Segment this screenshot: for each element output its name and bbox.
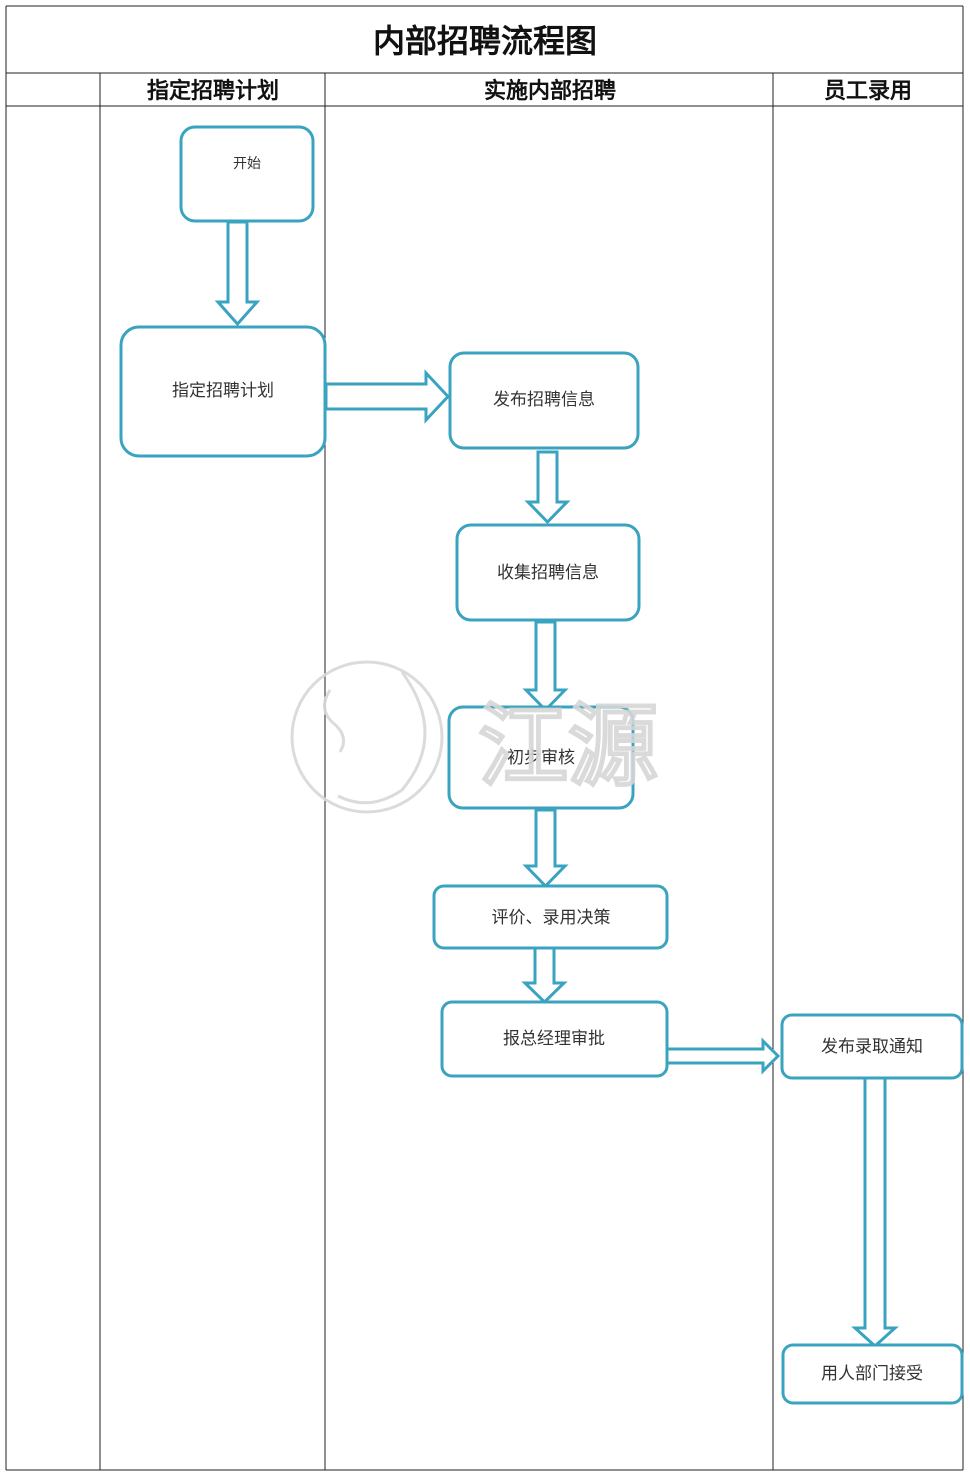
edges — [214, 220, 899, 1349]
svg-text:初步审核: 初步审核 — [507, 748, 575, 768]
arrow-approve-to-notify — [662, 1037, 781, 1075]
arrow-publish-to-collect — [524, 450, 571, 525]
lane-header-hire: 员工录用 — [824, 79, 912, 104]
svg-text:用人部门接受: 用人部门接受 — [821, 1364, 923, 1384]
node-start: 开始 — [179, 125, 315, 223]
node-approve: 报总经理审批 — [440, 1000, 669, 1078]
node-collect: 收集招聘信息 — [455, 523, 641, 622]
arrow-collect-to-review — [522, 620, 569, 713]
svg-text:评价、录用决策: 评价、录用决策 — [492, 908, 611, 928]
diagram-title: 内部招聘流程图 — [373, 22, 597, 60]
node-publish: 发布招聘信息 — [448, 351, 640, 450]
node-notify: 发布录取通知 — [780, 1013, 964, 1080]
arrow-start-to-plan — [214, 220, 261, 327]
arrow-evaluate-to-approve — [521, 946, 568, 1005]
svg-text:发布录取通知: 发布录取通知 — [821, 1037, 923, 1057]
arrow-notify-to-accept — [851, 1076, 899, 1349]
svg-text:报总经理审批: 报总经理审批 — [503, 1029, 605, 1049]
node-review: 初步审核 — [447, 705, 635, 810]
lane-header-plan: 指定招聘计划 — [147, 78, 279, 104]
lane-grid — [5, 5, 964, 1471]
node-evaluate: 评价、录用决策 — [432, 884, 669, 950]
watermark-text: 江源 — [478, 694, 658, 799]
svg-text:开始: 开始 — [233, 156, 261, 172]
node-accept: 用人部门接受 — [781, 1343, 964, 1405]
svg-text:指定招聘计划: 指定招聘计划 — [172, 381, 274, 401]
svg-text:发布招聘信息: 发布招聘信息 — [493, 390, 595, 410]
node-plan: 指定招聘计划 — [119, 325, 327, 458]
svg-text:收集招聘信息: 收集招聘信息 — [497, 563, 599, 583]
arrow-plan-to-publish — [324, 369, 451, 424]
arrow-review-to-evaluate — [522, 808, 569, 889]
watermark-logo: 江源 — [290, 660, 659, 814]
lane-header-implement: 实施内部招聘 — [484, 78, 616, 104]
